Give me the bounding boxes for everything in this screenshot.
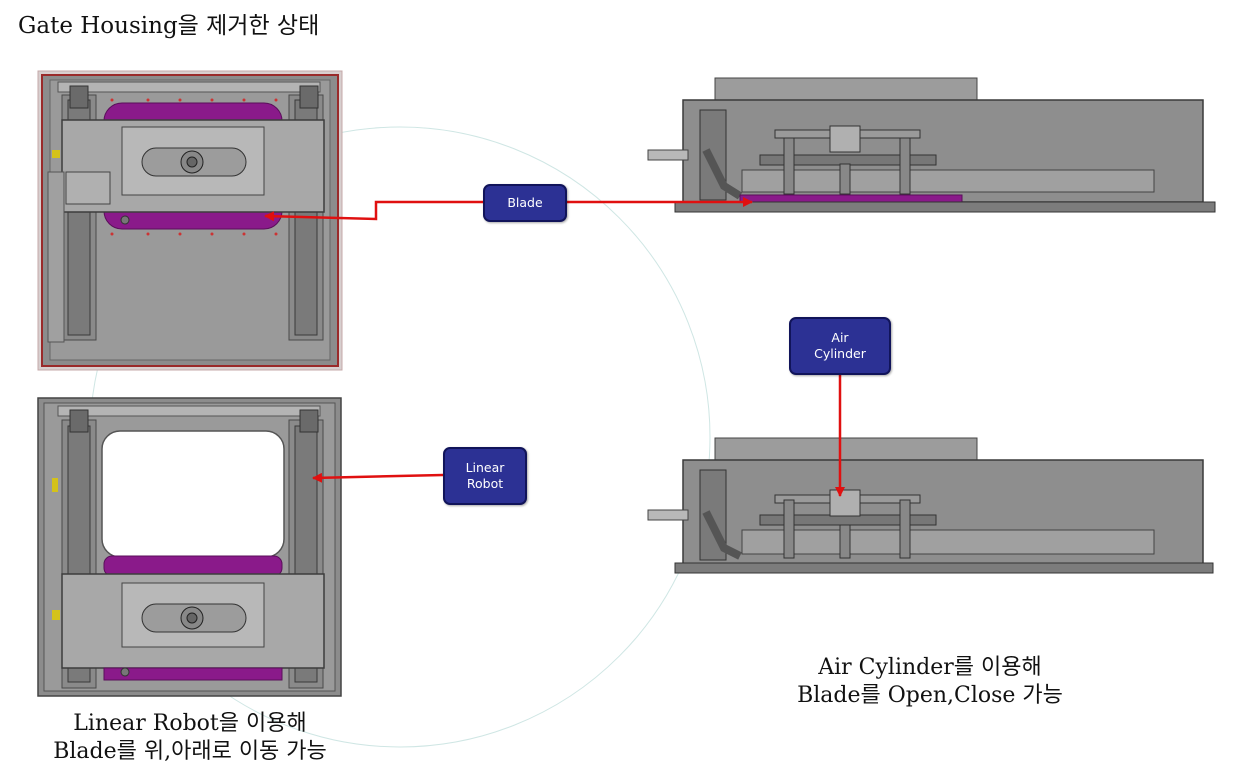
right-caption-line2: Blade를 Open,Close 가능	[797, 683, 1063, 708]
left-caption-line1: Linear Robot을 이용해	[73, 711, 307, 736]
left-caption: Linear Robot을 이용해 Blade를 위,아래로 이동 가능	[10, 710, 370, 766]
page-title: Gate Housing을 제거한 상태	[18, 13, 320, 39]
blade-arrow-left	[264, 200, 484, 222]
plan-view-bottom	[37, 397, 342, 697]
left-caption-line2: Blade를 위,아래로 이동 가능	[53, 739, 327, 764]
plan-view-top	[37, 70, 343, 371]
linear-robot-arrow	[312, 472, 444, 483]
blade-callout-label: Blade	[507, 195, 543, 210]
side-view-bottom	[647, 437, 1214, 574]
blade-callout: Blade	[483, 184, 567, 222]
air-cylinder-callout-line2: Cylinder	[814, 346, 866, 361]
right-caption: Air Cylinder를 이용해 Blade를 Open,Close 가능	[740, 654, 1120, 710]
linear-robot-callout: Linear Robot	[443, 447, 527, 505]
right-caption-line1: Air Cylinder를 이용해	[818, 655, 1042, 680]
air-cylinder-callout-line1: Air	[831, 330, 849, 345]
linear-robot-callout-line2: Robot	[466, 476, 504, 491]
linear-robot-callout-line1: Linear	[465, 460, 505, 475]
air-cylinder-callout: Air Cylinder	[789, 317, 891, 375]
side-view-top	[647, 77, 1216, 213]
